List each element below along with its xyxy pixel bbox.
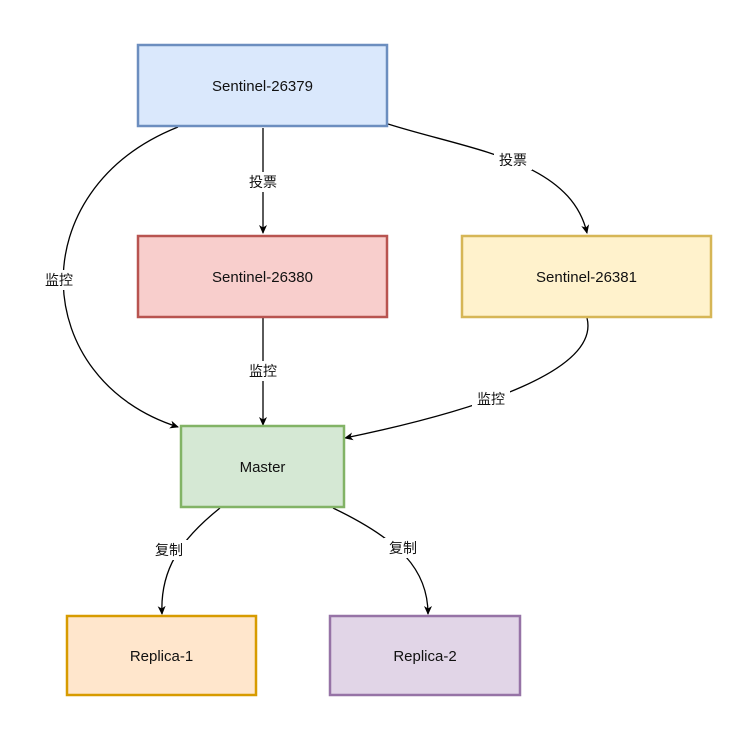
edge-label-vote-2: 投票 bbox=[499, 153, 527, 169]
edge-s80-to-master: 监控 bbox=[244, 318, 282, 426]
edge-s79-to-s81: 投票 bbox=[387, 123, 590, 234]
edge-master-to-replica-2: 复制 bbox=[332, 507, 432, 615]
node-sentinel-26381[interactable]: Sentinel-26381 bbox=[460, 234, 713, 319]
node-label: Replica-1 bbox=[130, 648, 193, 665]
edge-label-replicate-1: 复制 bbox=[155, 542, 183, 559]
edge-label-monitor-2: 监控 bbox=[249, 364, 277, 380]
node-label: Master bbox=[240, 459, 286, 476]
edge-label-monitor-3: 监控 bbox=[477, 392, 505, 408]
edge-label-vote-1: 投票 bbox=[249, 175, 277, 191]
edge-label-monitor-1: 监控 bbox=[45, 273, 73, 289]
node-master[interactable]: Master bbox=[179, 424, 346, 509]
edge-s79-to-master: 监控 bbox=[40, 126, 179, 429]
edge-s81-to-master: 监控 bbox=[344, 317, 589, 441]
node-replica-1[interactable]: Replica-1 bbox=[65, 614, 258, 697]
node-label: Replica-2 bbox=[393, 648, 456, 665]
node-sentinel-26380[interactable]: Sentinel-26380 bbox=[136, 234, 389, 319]
node-label: Sentinel-26379 bbox=[212, 78, 313, 95]
node-sentinel-26379[interactable]: Sentinel-26379 bbox=[136, 43, 389, 128]
node-label: Sentinel-26381 bbox=[536, 269, 637, 286]
node-label: Sentinel-26380 bbox=[212, 269, 313, 286]
edge-master-to-replica-1: 复制 bbox=[150, 507, 221, 615]
edge-s79-to-s80: 投票 bbox=[244, 128, 282, 234]
edge-label-replicate-2: 复制 bbox=[389, 540, 417, 557]
node-replica-2[interactable]: Replica-2 bbox=[328, 614, 522, 697]
